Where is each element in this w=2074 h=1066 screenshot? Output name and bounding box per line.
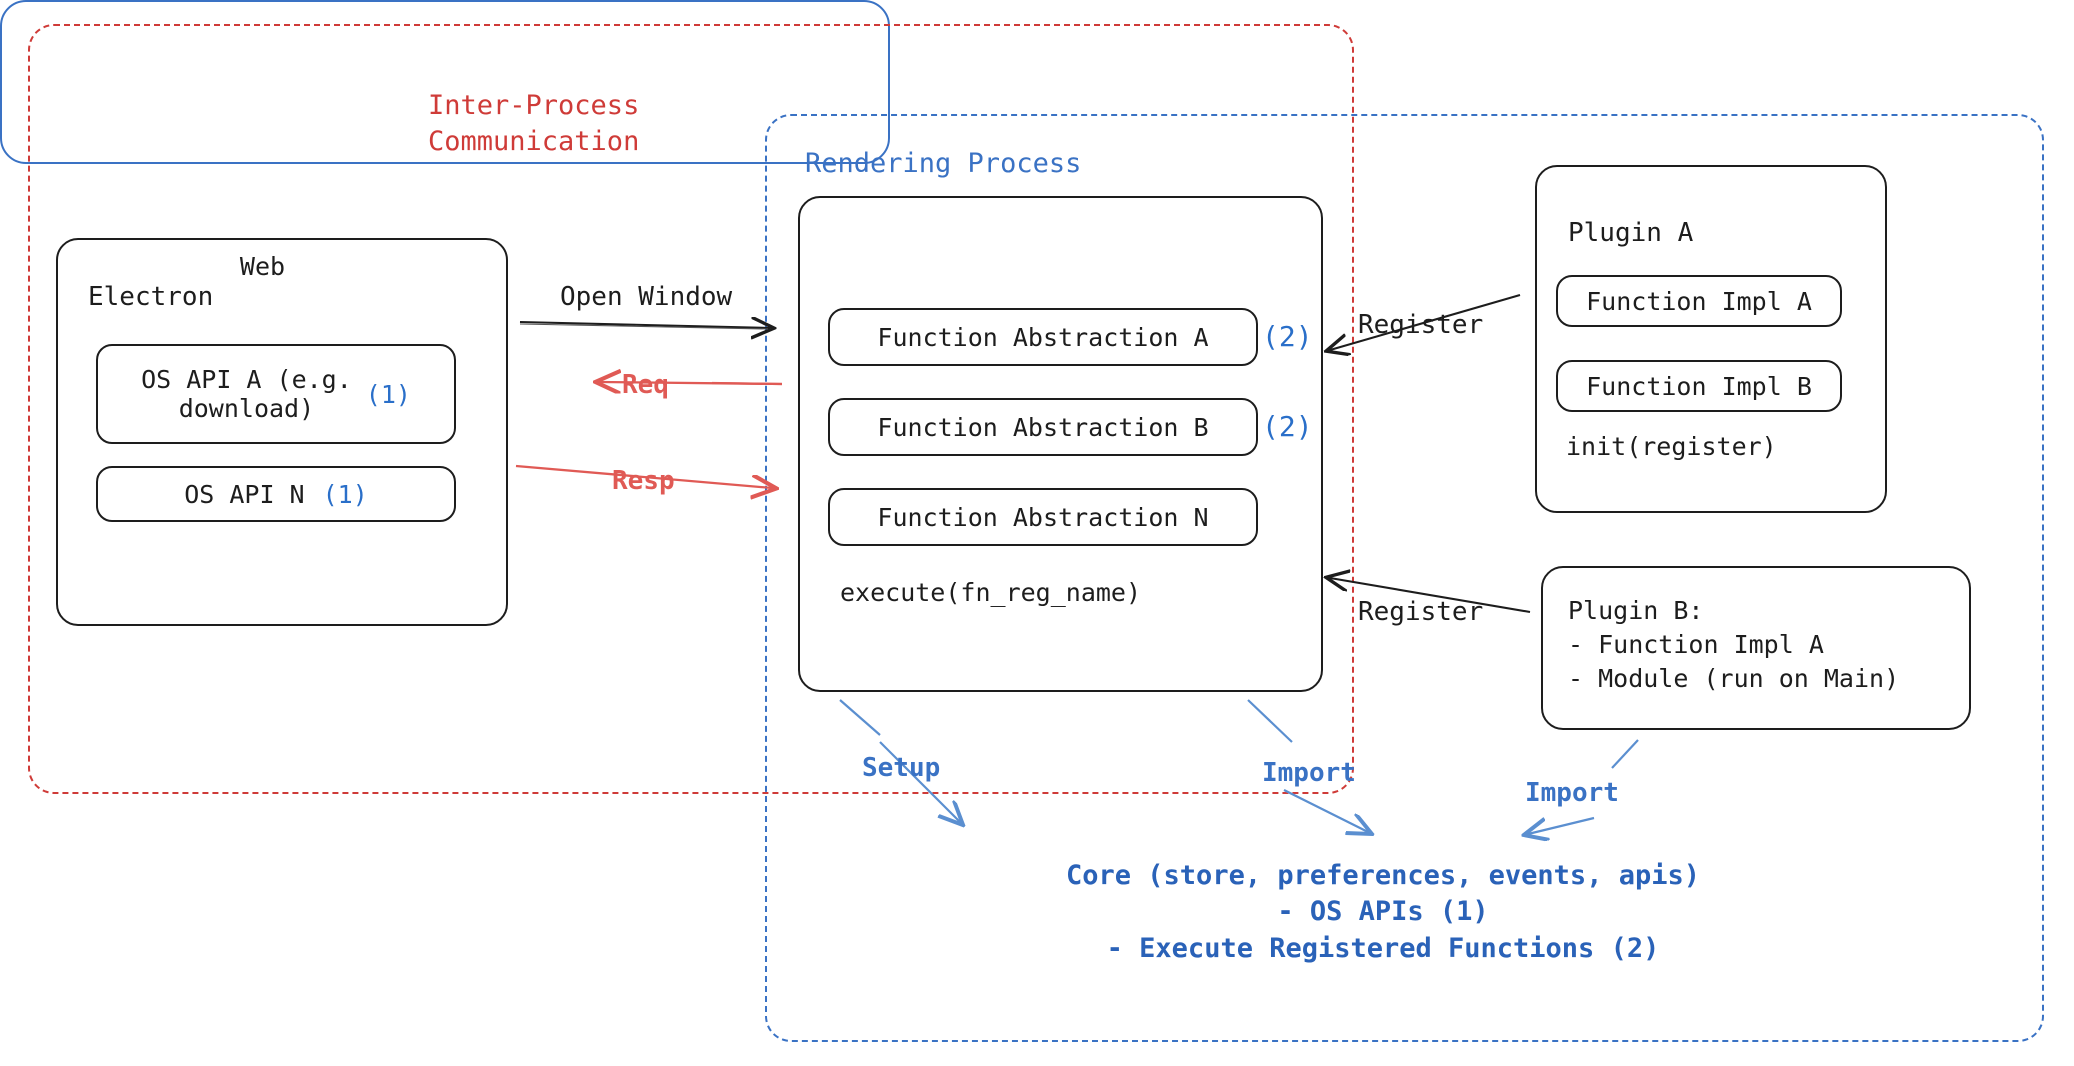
edge-label-import-plugin-b: Import bbox=[1525, 778, 1619, 808]
os-api-n-box: OS API N (1) bbox=[96, 466, 456, 522]
function-abstraction-a-label: Function Abstraction A bbox=[877, 322, 1209, 352]
os-api-a-label: OS API A (e.g. download) bbox=[141, 365, 352, 423]
plugin-a-function-impl-b-label: Function Impl B bbox=[1586, 371, 1812, 401]
electron-title: Electron bbox=[88, 282, 214, 312]
function-abstraction-b-box: Function Abstraction B bbox=[828, 398, 1258, 456]
os-api-n-marker: (1) bbox=[322, 479, 368, 509]
web-title: Web bbox=[239, 252, 286, 281]
os-api-n-label: OS API N bbox=[184, 479, 305, 509]
function-abstraction-a-marker: (2) bbox=[1262, 320, 1313, 353]
edge-label-open-window: Open Window bbox=[560, 282, 733, 312]
edge-label-register-plugin-a: Register bbox=[1358, 310, 1484, 340]
plugin-a-box bbox=[1535, 165, 1887, 513]
function-abstraction-a-box: Function Abstraction A bbox=[828, 308, 1258, 366]
plugin-b-content: Plugin B: - Function Impl A - Module (ru… bbox=[1568, 596, 1900, 693]
plugin-a-init-label: init(register) bbox=[1566, 432, 1777, 461]
edge-label-req: Req bbox=[622, 370, 669, 400]
os-api-a-content: OS API A (e.g. download) (1) bbox=[98, 346, 454, 442]
os-api-a-box: OS API A (e.g. download) (1) bbox=[96, 344, 456, 444]
web-execute-label: execute(fn_reg_name) bbox=[840, 578, 1142, 607]
plugin-b-box bbox=[1541, 566, 1971, 730]
core-box bbox=[0, 0, 890, 164]
region-ipc-label: Inter-Process Communication bbox=[428, 90, 640, 158]
plugin-a-function-impl-a-box: Function Impl A bbox=[1556, 275, 1842, 327]
os-api-a-marker: (1) bbox=[365, 379, 411, 409]
region-inter-process-communication bbox=[28, 24, 1354, 794]
function-abstraction-b-label: Function Abstraction B bbox=[877, 412, 1209, 442]
plugin-a-title: Plugin A bbox=[1568, 218, 1694, 248]
edge-label-register-plugin-b: Register bbox=[1358, 597, 1484, 627]
function-abstraction-n-label: Function Abstraction N bbox=[877, 502, 1209, 532]
region-rendering-process bbox=[765, 114, 2044, 1042]
function-abstraction-n-box: Function Abstraction N bbox=[828, 488, 1258, 546]
os-api-n-content: OS API N (1) bbox=[98, 468, 454, 520]
edge-label-resp: Resp bbox=[612, 466, 675, 496]
edge-label-import-web: Import bbox=[1262, 758, 1356, 788]
edge-label-setup: Setup bbox=[862, 753, 941, 783]
core-content: Core (store, preferences, events, apis) … bbox=[1066, 860, 1700, 964]
plugin-a-function-impl-a-label: Function Impl A bbox=[1586, 286, 1812, 316]
region-rendering-label: Rendering Process bbox=[805, 148, 1082, 179]
plugin-a-function-impl-b-box: Function Impl B bbox=[1556, 360, 1842, 412]
function-abstraction-b-marker: (2) bbox=[1262, 410, 1313, 443]
